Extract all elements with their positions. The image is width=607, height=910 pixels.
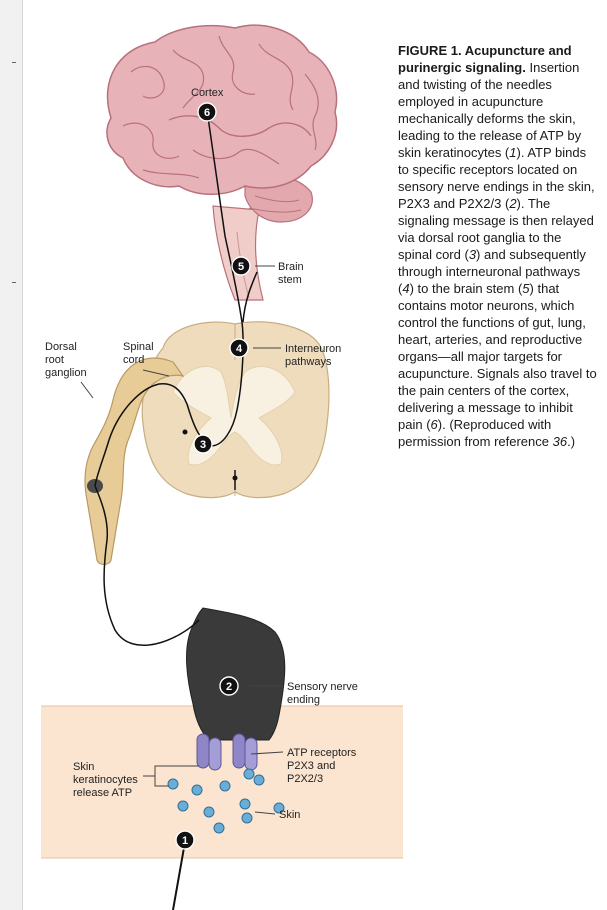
label-keratinocytes-1: Skin — [73, 761, 94, 773]
label-cortex: Cortex — [191, 87, 224, 99]
figure-caption: FIGURE 1. Acupuncture and purinergic sig… — [398, 42, 598, 450]
caption-ref: 36 — [553, 434, 567, 449]
sensory-nerve-ending — [187, 608, 285, 740]
svg-text:6: 6 — [204, 107, 210, 119]
caption-ref: 4 — [402, 281, 409, 296]
label-keratinocytes-2: keratinocytes — [73, 774, 138, 786]
marker-6: 6 — [198, 103, 216, 121]
marker-1: 1 — [176, 831, 194, 849]
svg-text:3: 3 — [200, 439, 206, 451]
caption-ref: 3 — [469, 247, 476, 262]
cerebrum — [107, 25, 337, 194]
label-dorsal-1: Dorsal — [45, 341, 77, 353]
margin-mark — [12, 282, 16, 283]
label-interneuron-1: Interneuron — [285, 343, 341, 355]
caption-text: ) to the brain stem ( — [410, 281, 523, 296]
label-spinal-1: Spinal — [123, 341, 154, 353]
label-keratinocytes-3: release ATP — [73, 787, 132, 799]
marker-3: 3 — [194, 435, 212, 453]
marker-2: 2 — [220, 677, 238, 695]
label-sensory-2: ending — [287, 694, 320, 706]
brain-stem — [213, 206, 263, 300]
brain — [107, 25, 337, 300]
caption-ref: 6 — [431, 417, 438, 432]
label-dorsal-2: root — [45, 354, 64, 366]
label-skin: Skin — [279, 809, 300, 821]
label-atp-receptors-2: P2X3 and — [287, 760, 335, 772]
svg-text:2: 2 — [226, 681, 232, 693]
label-atp-receptors-1: ATP receptors — [287, 747, 357, 759]
caption-text: .) — [567, 434, 575, 449]
caption-ref: 5 — [522, 281, 529, 296]
label-dorsal-3: ganglion — [45, 367, 87, 379]
marker-4: 4 — [230, 339, 248, 357]
svg-text:4: 4 — [236, 343, 243, 355]
caption-ref: 1 — [509, 145, 516, 160]
label-interneuron-2: pathways — [285, 356, 332, 368]
label-spinal-2: cord — [123, 354, 144, 366]
margin-mark — [12, 62, 16, 63]
label-brain-stem-2: stem — [278, 274, 302, 286]
svg-text:5: 5 — [238, 261, 244, 273]
left-margin-strip — [0, 0, 22, 910]
caption-ref: 2 — [509, 196, 516, 211]
svg-text:1: 1 — [182, 835, 188, 847]
caption-text: ) that contains motor neurons, which con… — [398, 281, 597, 432]
label-brain-stem-1: Brain — [278, 261, 304, 273]
label-atp-receptors-3: P2X2/3 — [287, 773, 323, 785]
marker-5: 5 — [232, 257, 250, 275]
label-sensory-1: Sensory nerve — [287, 681, 358, 693]
